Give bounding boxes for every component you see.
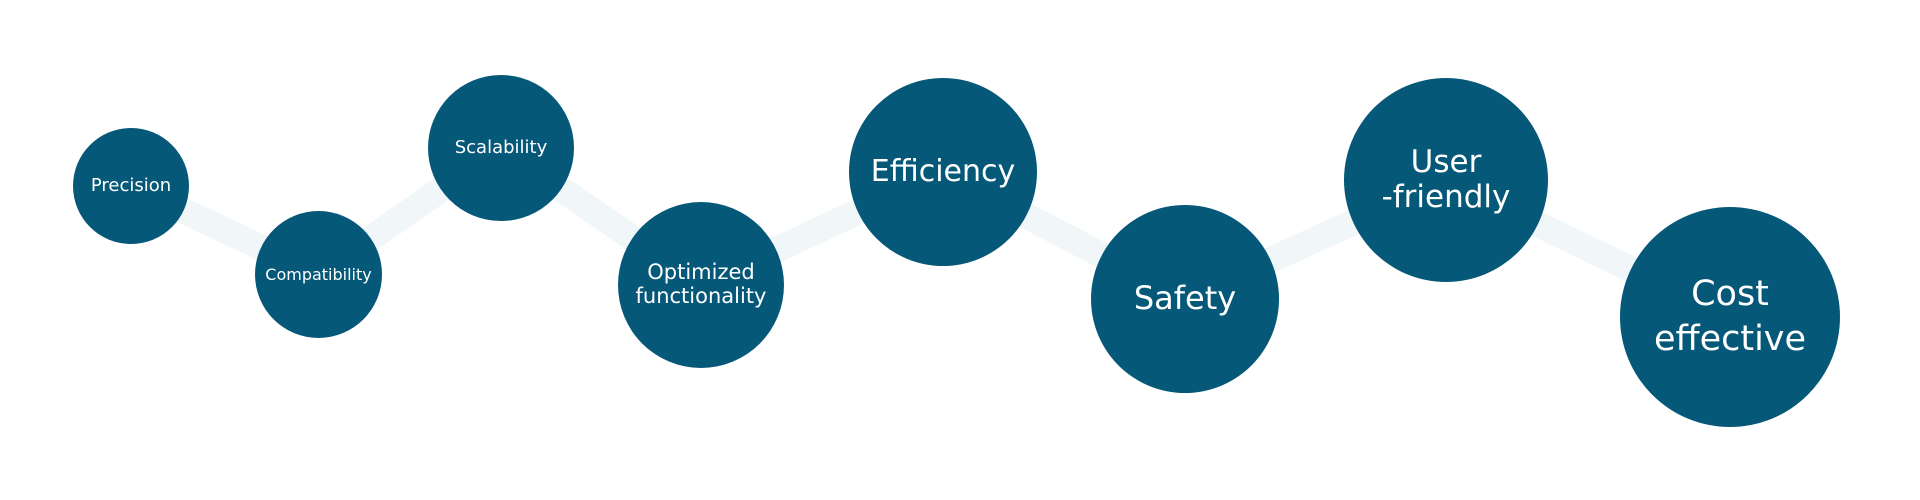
bubble-optimized-functionality: Optimized functionality bbox=[618, 202, 784, 368]
bubble-label: Optimized functionality bbox=[635, 260, 767, 308]
bubble-cost-effective: Cost effective bbox=[1620, 207, 1840, 427]
bubble-label: Safety bbox=[1133, 279, 1237, 318]
bubble-efficiency: Efficiency bbox=[849, 78, 1037, 266]
bubble-compatibility: Compatibility bbox=[255, 211, 382, 338]
bubble-precision: Precision bbox=[73, 128, 189, 244]
bubble-label: Scalability bbox=[454, 136, 548, 158]
bubble-label: Cost effective bbox=[1653, 274, 1807, 359]
bubble-user-friendly: User -friendly bbox=[1344, 78, 1548, 282]
bubble-scalability: Scalability bbox=[428, 75, 574, 221]
bubble-label: Precision bbox=[90, 174, 172, 196]
bubble-label: Efficiency bbox=[870, 154, 1016, 190]
bubble-label: Compatibility bbox=[265, 264, 372, 284]
bubble-safety: Safety bbox=[1091, 205, 1279, 393]
bubble-label: User -friendly bbox=[1381, 144, 1511, 215]
